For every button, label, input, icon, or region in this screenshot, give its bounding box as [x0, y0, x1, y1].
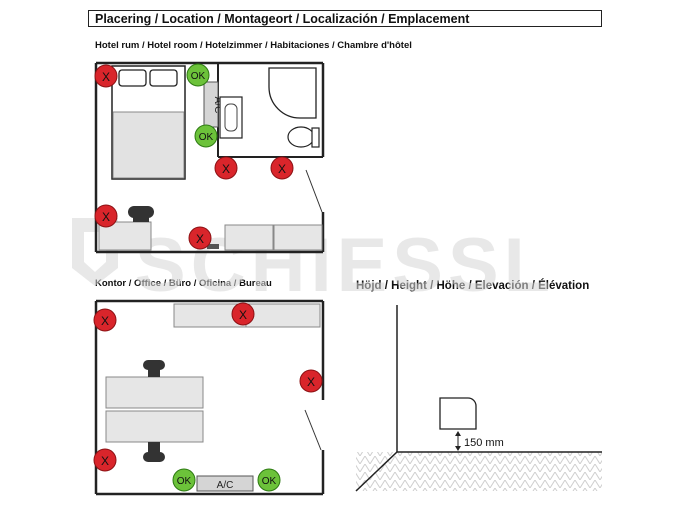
x-marker-text: X — [102, 210, 110, 224]
desk-bottom — [105, 410, 204, 443]
office-plan: A/C — [94, 299, 325, 496]
pillow-left — [118, 69, 147, 87]
x-marker-text: X — [102, 70, 110, 84]
x-marker-text: X — [239, 308, 247, 322]
x-markers: X X X X X X X X — [93, 64, 323, 472]
x-marker-text: X — [222, 162, 230, 176]
hotel-room-label: Hotel rum / Hotel room / Hotelzimmer / H… — [95, 40, 412, 51]
x-marker-text: X — [278, 162, 286, 176]
ok-marker-office-left: OK — [172, 468, 196, 492]
hotel-ac-label: A/C — [212, 97, 223, 114]
x-marker-hotel-mid-left: X — [214, 156, 238, 180]
ok-marker-text: OK — [262, 476, 277, 487]
ok-marker-text: OK — [191, 71, 206, 82]
office-chair-bottom — [143, 452, 165, 462]
toilet-tank — [311, 127, 320, 148]
office-ac-label: A/C — [217, 480, 234, 491]
ok-marker-hotel-top: OK — [186, 63, 210, 87]
cabinet-left — [224, 224, 274, 251]
office-chair-top-seat — [148, 368, 160, 377]
hotel-chair — [128, 206, 154, 218]
height-arrow-head-bottom — [455, 446, 461, 451]
office-ac-unit — [196, 475, 254, 492]
office-label: Kontor / Office / Büro / Oficina / Burea… — [95, 278, 272, 289]
ok-marker-hotel-bottom: OK — [194, 124, 218, 148]
pillow-right — [149, 69, 178, 87]
office-entrance-door — [304, 409, 322, 451]
x-marker-hotel-bottom: X — [188, 226, 212, 250]
page-title: Placering / Location / Montageort / Loca… — [88, 10, 602, 27]
x-marker-office-bottom-left: X — [93, 448, 117, 472]
ok-marker-text: OK — [199, 132, 214, 143]
height-arrow-head-top — [455, 431, 461, 436]
x-marker-text: X — [101, 314, 109, 328]
office-chair-bottom-seat — [148, 442, 160, 452]
hotel-chair-seat — [133, 216, 149, 222]
height-label: Höjd / Height / Höhe / Elevación / Éléva… — [356, 280, 590, 292]
x-marker-text: X — [196, 232, 204, 246]
floor-hatch — [356, 452, 602, 491]
x-marker-hotel-top-left: X — [94, 64, 118, 88]
x-marker-text: X — [307, 375, 315, 389]
luggage-rack — [207, 244, 219, 249]
x-marker-office-cabinet: X — [231, 302, 255, 326]
sink-basin — [224, 103, 238, 132]
x-marker-hotel-desk: X — [94, 204, 118, 228]
bed-duvet — [112, 111, 185, 179]
office-chair-top — [143, 360, 165, 370]
heater-unit — [439, 397, 477, 430]
desk-top — [105, 376, 204, 409]
x-marker-office-right: X — [299, 369, 323, 393]
x-marker-hotel-mid-right: X — [270, 156, 294, 180]
shower — [268, 67, 317, 119]
toilet-bowl — [287, 126, 315, 148]
ok-marker-office-right: OK — [257, 468, 281, 492]
cabinet-right — [273, 224, 323, 251]
ok-markers: OK OK OK OK — [172, 63, 281, 492]
ok-marker-text: OK — [177, 476, 192, 487]
hotel-entrance-door — [305, 169, 323, 213]
x-marker-text: X — [101, 454, 109, 468]
height-diagram: 150 mm — [355, 305, 602, 492]
x-marker-office-top-left: X — [93, 308, 117, 332]
height-measure: 150 mm — [464, 437, 504, 449]
